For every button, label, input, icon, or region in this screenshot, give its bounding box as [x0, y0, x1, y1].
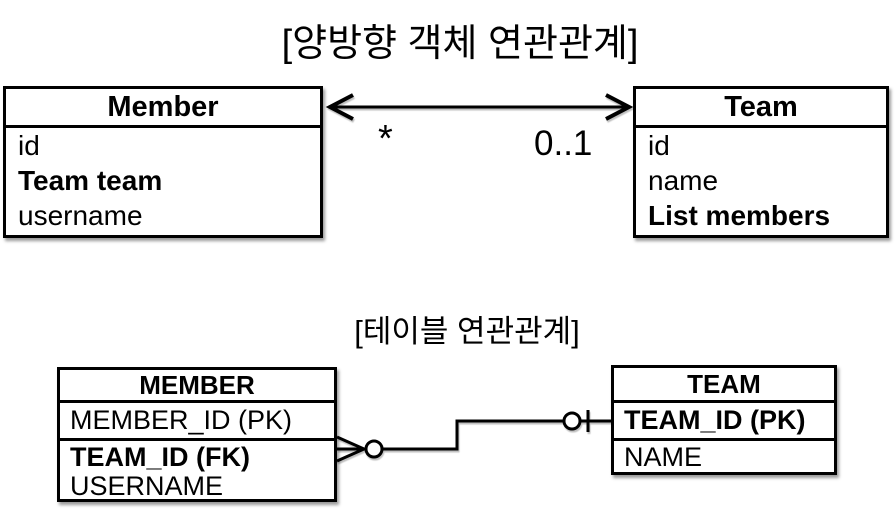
optional-circle-team-icon — [562, 411, 582, 431]
connector-elbow-line — [364, 419, 611, 451]
member-table-box: MEMBER MEMBER_ID (PK) TEAM_ID (FK) USERN… — [57, 367, 337, 502]
team-multiplicity-label: 0..1 — [534, 124, 593, 163]
class-field-username: username — [18, 200, 143, 231]
object-diagram-title: [양방향 객체 연관관계] — [281, 23, 639, 65]
member-class-title: Member — [6, 89, 320, 128]
team-class-box: Team id name List members — [633, 86, 889, 238]
bidirectional-arrow — [325, 93, 634, 121]
crows-foot-icon — [336, 435, 365, 463]
member-multiplicity-label: * — [378, 118, 393, 160]
team-table-box: TEAM TEAM_ID (PK) NAME — [611, 365, 837, 475]
table-column-member-id: MEMBER_ID (PK) — [60, 403, 334, 441]
arrowhead-right-icon — [605, 93, 634, 121]
table-column-team-id-pk: TEAM_ID (PK) — [614, 403, 834, 441]
member-class-box: Member id Team team username — [3, 86, 323, 238]
class-field-id: id — [648, 130, 670, 161]
table-diagram-title: [테이블 연관관계] — [354, 314, 580, 349]
team-table-title: TEAM — [614, 368, 834, 403]
team-class-fields: id name List members — [636, 128, 886, 233]
class-field-name: name — [648, 165, 719, 196]
fk-relationship-connector — [336, 410, 611, 463]
table-column-username: USERNAME — [70, 471, 224, 501]
class-field-members: List members — [648, 200, 831, 231]
team-class-title: Team — [636, 89, 886, 128]
table-column-team-id-fk: TEAM_ID (FK) — [70, 442, 250, 472]
member-class-fields: id Team team username — [6, 128, 320, 233]
class-field-team: Team team — [18, 165, 163, 196]
table-column-name: NAME — [624, 442, 703, 472]
class-field-id: id — [18, 130, 40, 161]
member-table-title: MEMBER — [60, 370, 334, 403]
arrowhead-left-icon — [325, 93, 354, 121]
optional-circle-member-icon — [364, 439, 384, 459]
